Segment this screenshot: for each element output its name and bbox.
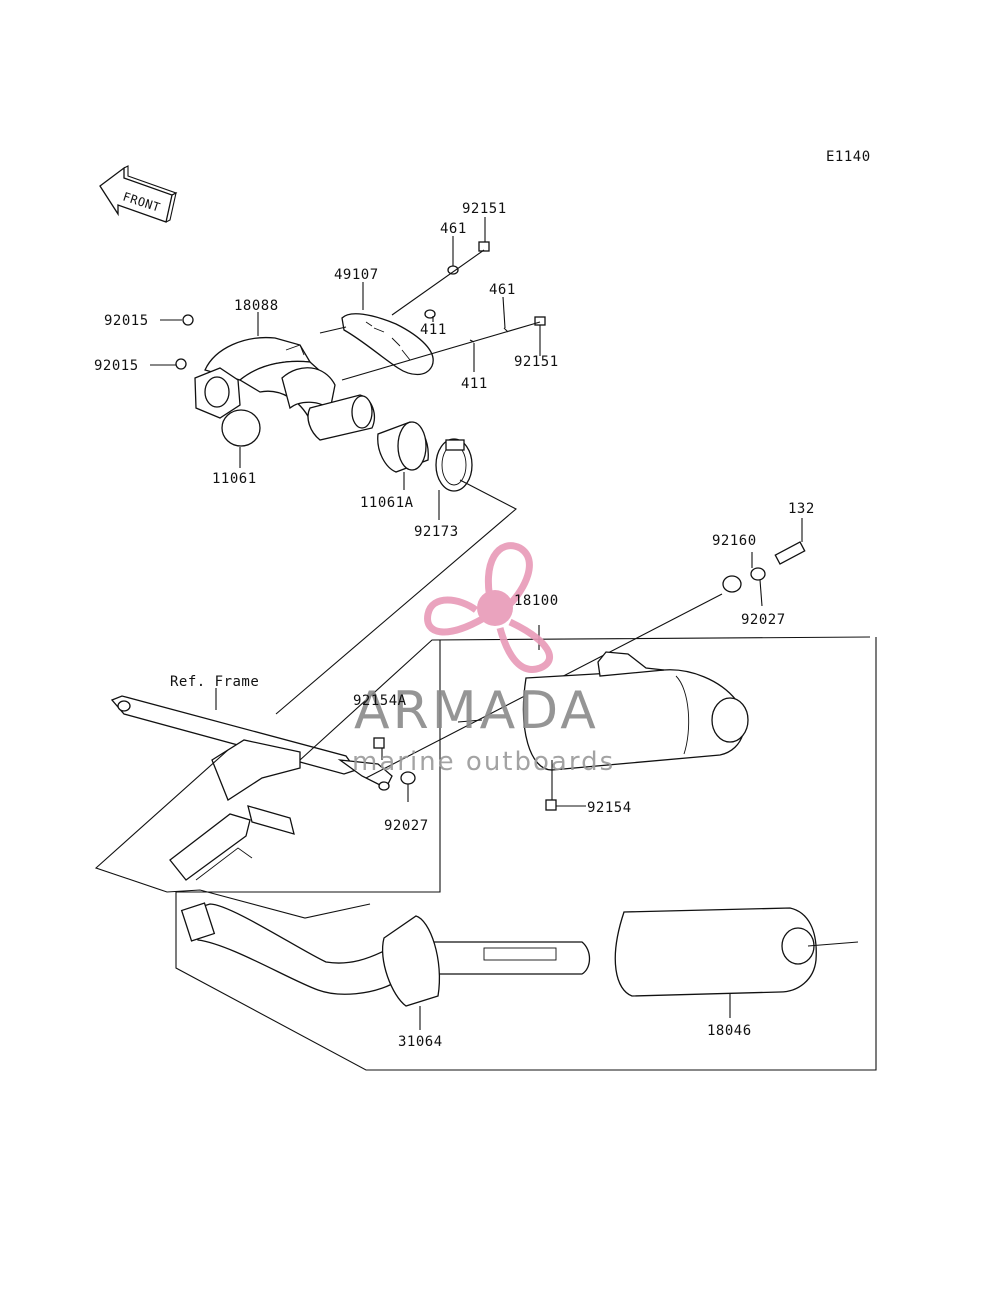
part-label: 31064 [398,1034,443,1050]
reference-frame [110,688,393,881]
frame-label: Ref. Frame [170,674,259,690]
muffler-assembly [457,651,749,811]
propeller-logo-icon [424,542,553,673]
part-label: 132 [788,501,815,517]
part-label: 92027 [384,818,429,834]
part-label: 11061A [360,495,414,511]
gasket-ring [221,409,261,447]
part-label: 92154 [587,800,632,816]
rear-fasteners [373,518,806,785]
part-label: 411 [461,376,488,392]
diagram-code: E1140 [826,149,871,165]
part-label: 92151 [462,201,507,217]
part-label: 92160 [712,533,757,549]
part-label: 18088 [234,298,279,314]
part-label: 461 [489,282,516,298]
part-label: 92151 [514,354,559,370]
part-label: 92027 [741,612,786,628]
part-label: 92173 [414,524,459,540]
silencer-outer-shell [614,907,859,1018]
leader-lines-upper [150,217,541,715]
part-label: 411 [420,322,447,338]
part-label: 461 [440,221,467,237]
watermark-tagline: marine outboards [352,747,615,777]
exhaust-header-pipe [194,336,375,441]
pipe-sleeve [377,421,429,473]
part-label: 92154A [353,693,407,709]
pipe-clamp [435,438,473,492]
part-label: 18046 [707,1023,752,1039]
part-number-labels: 92151 461 49107 18088 92015 92015 411 46… [94,201,815,1050]
silencer-inner-tube [180,902,591,1030]
part-label: 49107 [334,267,379,283]
part-label: 92015 [104,313,149,329]
front-arrow-icon: FRONT [99,165,178,223]
upper-fasteners [175,241,546,370]
part-label: 92015 [94,358,139,374]
heat-guard [341,313,434,376]
armada-watermark: ARMADA marine outboards [352,542,615,777]
part-label: 18100 [514,593,559,609]
watermark-brand: ARMADA [354,681,599,741]
part-label: 11061 [212,471,257,487]
propeller-hub-icon [477,590,513,626]
